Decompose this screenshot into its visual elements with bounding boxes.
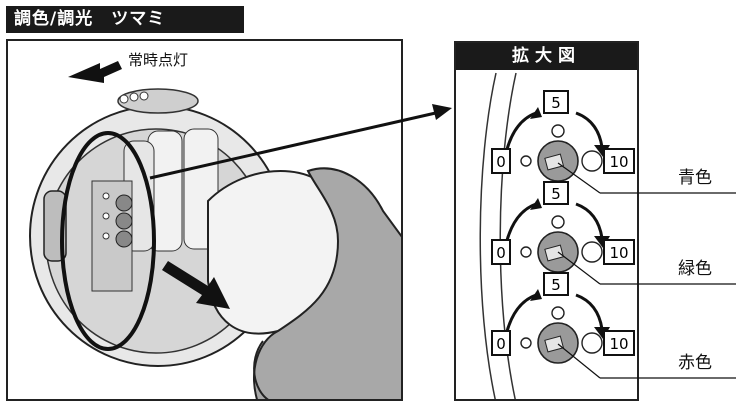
dial-max-box (603, 148, 635, 174)
remove-arrow (162, 261, 230, 309)
dial-min-box (491, 330, 511, 356)
dial-mark-left (520, 246, 532, 258)
dial-max-box-label: 10 (609, 153, 628, 171)
dial-max-box-label: 10 (609, 244, 628, 262)
arrowhead-left (530, 198, 542, 210)
dial-mark-left (520, 337, 532, 349)
dial-mark-top (551, 215, 565, 229)
dial-mid-box-label: 5 (551, 94, 561, 112)
highlight-ring (60, 131, 156, 351)
dial-2: 0 5 10 (491, 272, 635, 364)
device-illustration (29, 61, 401, 399)
section-title: 調色/調光 ツマミ (6, 6, 244, 33)
color-label-blue: 青色 (678, 168, 712, 188)
dial-mark-left (520, 155, 532, 167)
dial-mid-box-label: 5 (551, 185, 561, 203)
dial-min-box-label: 0 (496, 335, 506, 353)
arrow-right (575, 202, 604, 239)
dial-max-box (603, 239, 635, 265)
dial-min-box (491, 148, 511, 174)
arrow-right (575, 111, 604, 148)
dial-min-box (491, 239, 511, 265)
arrow-left (504, 111, 537, 154)
hand (253, 167, 401, 399)
battery-pack (123, 128, 219, 252)
dial-knobs (102, 192, 133, 248)
dial-mark-right (581, 241, 603, 263)
zoom-dials: 0 5 10 0 5 10 0 5 10 (479, 72, 635, 399)
always-on-label: 常時点灯 (128, 51, 189, 69)
dial-min-box-label: 0 (496, 244, 506, 262)
color-label-red: 赤色 (678, 353, 712, 373)
zoom-panel: 拡大図 0 5 10 0 5 10 0 5 10 (454, 41, 639, 401)
dial-mark-top (551, 124, 565, 138)
dial-max-box-label: 10 (609, 335, 628, 353)
dial-max-box (603, 330, 635, 356)
arrowhead-left (530, 289, 542, 301)
device-illustration-panel: 常時点灯 (6, 39, 403, 401)
arrow-left (504, 293, 537, 336)
dial-mid-box-label: 5 (551, 276, 561, 294)
zoom-title: 拡大図 (456, 43, 637, 70)
dial-0: 0 5 10 (491, 90, 635, 182)
dial-min-box-label: 0 (496, 153, 506, 171)
arrowhead-left (530, 107, 542, 119)
dial-mark-right (581, 150, 603, 172)
dial-mark-right (581, 332, 603, 354)
dial-mid-box (543, 90, 569, 114)
dial-1: 0 5 10 (491, 181, 635, 273)
arrow-left (504, 202, 537, 245)
dial-mark-top (551, 306, 565, 320)
always-on-arrow (68, 61, 122, 83)
arrow-right (575, 293, 604, 330)
color-label-green: 緑色 (678, 259, 712, 279)
